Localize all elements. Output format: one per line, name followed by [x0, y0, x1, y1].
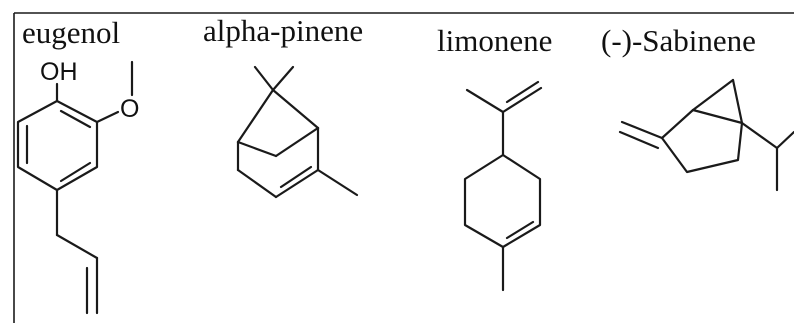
eugenol-double-bond-1: [59, 109, 92, 129]
sabinene-exo-double-outer: [620, 120, 664, 140]
sabinene-isopropyl-methyl-2: [775, 130, 794, 150]
eugenol-o-label: O: [120, 95, 140, 123]
pinene-gem-methyl-1: [253, 65, 275, 92]
eugenol-double-bond-3: [59, 161, 92, 183]
sabinene-isopropyl-bond: [740, 121, 779, 150]
limonene-ring: [463, 153, 542, 249]
eugenol-benzene-ring: [16, 99, 99, 192]
sabinene-title: (-)-Sabinene: [601, 23, 756, 58]
pinene-bond-b: [271, 88, 320, 130]
pinene-double-bond-inner: [279, 165, 313, 189]
sabinene-structure: [618, 78, 794, 192]
pinene-bond-a: [236, 88, 275, 144]
eugenol-title: eugenol: [22, 15, 121, 50]
sabinene-five-ring: [660, 108, 744, 174]
sabinene-exo-double-inner: [618, 130, 660, 150]
limonene-isopropenyl-double-inner: [505, 80, 540, 104]
alpha-pinene-title: alpha-pinene: [203, 13, 364, 48]
sabinene-cyclopropane-2: [731, 78, 744, 125]
limonene-isopropenyl-methyl: [465, 88, 505, 114]
eugenol-structure: [16, 60, 134, 315]
eugenol-o-bond: [95, 110, 120, 124]
eugenol-allyl-bond-2: [55, 233, 99, 260]
pinene-bond-d: [236, 168, 278, 199]
limonene-ring-double-bond: [505, 220, 535, 240]
sabinene-cyclopropane-1: [691, 78, 735, 112]
pinene-gem-methyl-2: [271, 65, 295, 92]
pinene-bridge-2: [274, 126, 320, 158]
pinene-methyl: [316, 168, 359, 197]
limonene-isopropenyl-double-outer: [501, 86, 543, 114]
limonene-title: limonene: [437, 23, 553, 58]
eugenol-oh-label: OH: [40, 58, 78, 86]
limonene-structure: [463, 80, 543, 292]
pinene-double-bond-outer: [274, 168, 320, 199]
pinene-bridge-1: [236, 140, 278, 158]
alpha-pinene-structure: [236, 65, 359, 199]
